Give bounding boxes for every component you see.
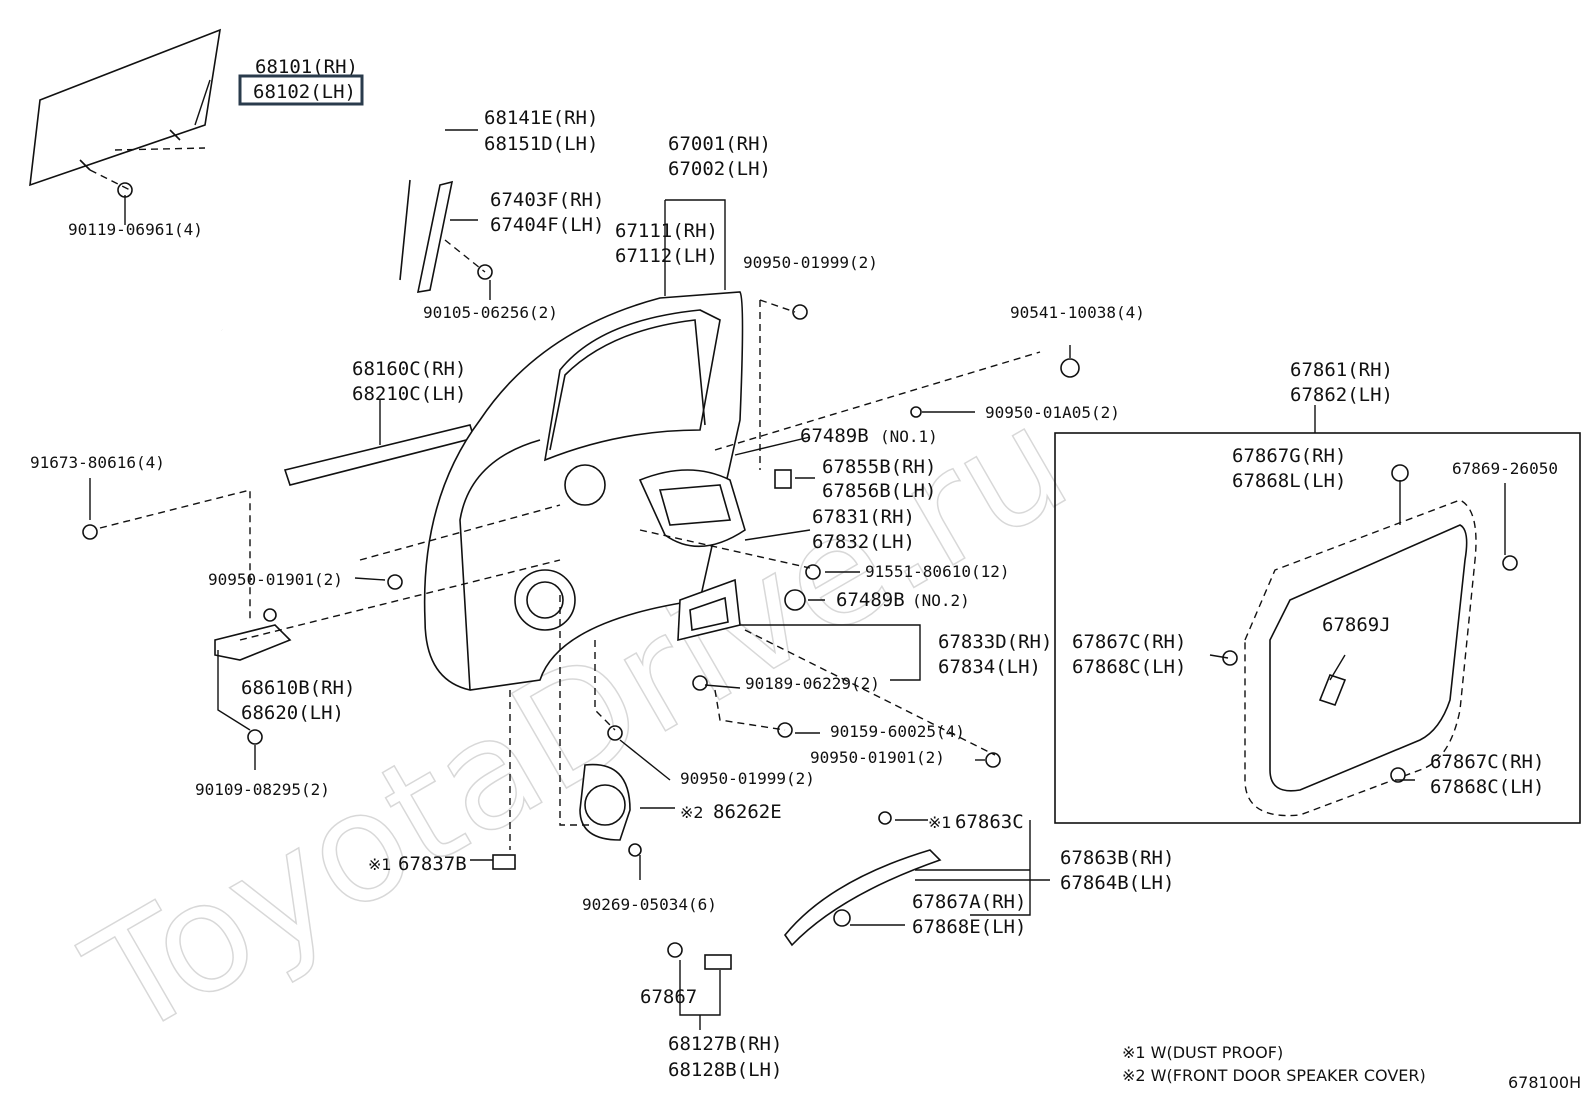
label-67867c-right[interactable]: 67867C(RH) bbox=[1430, 751, 1544, 773]
label-67868c-right[interactable]: 67868C(LH) bbox=[1430, 776, 1544, 798]
glass-run-part[interactable] bbox=[209, 95, 447, 331]
label-90950-01901-left[interactable]: 90950-01901(2) bbox=[208, 570, 343, 589]
footnotes: ※1 W(DUST PROOF) ※2 W(FRONT DOOR SPEAKER… bbox=[1122, 1043, 1581, 1092]
footnote-1: ※1 W(DUST PROOF) bbox=[1122, 1043, 1283, 1062]
label-90950-01a05[interactable]: 90950-01A05(2) bbox=[985, 403, 1120, 422]
label-90950-01999-bottom[interactable]: 90950-01999(2) bbox=[680, 769, 815, 788]
label-67863c[interactable]: 67863C bbox=[955, 811, 1024, 833]
label-90269[interactable]: 90269-05034(6) bbox=[582, 895, 717, 914]
diagram-code: 678100H bbox=[1508, 1073, 1581, 1092]
label-67489b-no1[interactable]: 67489B bbox=[800, 425, 869, 447]
lower-weatherstrip-part[interactable] bbox=[783, 849, 942, 947]
label-68141[interactable]: 68141E(RH) bbox=[484, 107, 598, 129]
label-67001[interactable]: 67001(RH) bbox=[668, 133, 771, 155]
label-90109[interactable]: 90109-08295(2) bbox=[195, 780, 330, 799]
label-67864b[interactable]: 67864B(LH) bbox=[1060, 872, 1174, 894]
label-67869-26050[interactable]: 67869-26050 bbox=[1452, 459, 1558, 478]
label-67862[interactable]: 67862(LH) bbox=[1290, 384, 1393, 406]
label-67002[interactable]: 67002(LH) bbox=[668, 158, 771, 180]
callout-labels: 68101(RH) 68102(LH) 90119-06961(4) 68141… bbox=[30, 56, 1558, 1081]
rear-frame-part[interactable] bbox=[399, 179, 454, 293]
label-67867c-left[interactable]: 67867C(RH) bbox=[1072, 631, 1186, 653]
label-67869j[interactable]: 67869J bbox=[1322, 614, 1391, 636]
label-90159[interactable]: 90159-60025(4) bbox=[830, 722, 965, 741]
label-67867[interactable]: 67867 bbox=[640, 986, 697, 1008]
label-68127b[interactable]: 68127B(RH) bbox=[668, 1033, 782, 1055]
label-67834[interactable]: 67834(LH) bbox=[938, 656, 1041, 678]
label-90950-01901-right[interactable]: 90950-01901(2) bbox=[810, 748, 945, 767]
label-67833[interactable]: 67833D(RH) bbox=[938, 631, 1052, 653]
label-67403[interactable]: 67403F(RH) bbox=[490, 189, 604, 211]
footnote-2: ※2 W(FRONT DOOR SPEAKER COVER) bbox=[1122, 1066, 1426, 1085]
label-67832[interactable]: 67832(LH) bbox=[812, 531, 915, 553]
label-68101[interactable]: 68101(RH) bbox=[255, 56, 358, 78]
label-67855[interactable]: 67855B(RH) bbox=[822, 456, 936, 478]
mark-67837: ※1 bbox=[368, 855, 392, 874]
label-67831[interactable]: 67831(RH) bbox=[812, 506, 915, 528]
label-67404[interactable]: 67404F(LH) bbox=[490, 214, 604, 236]
mark-86262: ※2 bbox=[680, 803, 704, 822]
label-67112[interactable]: 67112(LH) bbox=[615, 245, 718, 267]
label-67111[interactable]: 67111(RH) bbox=[615, 220, 718, 242]
label-67868c-left[interactable]: 67868C(LH) bbox=[1072, 656, 1186, 678]
label-68128b[interactable]: 68128B(LH) bbox=[668, 1059, 782, 1081]
label-67861[interactable]: 67861(RH) bbox=[1290, 359, 1393, 381]
label-91673[interactable]: 91673-80616(4) bbox=[30, 453, 165, 472]
label-68151[interactable]: 68151D(LH) bbox=[484, 133, 598, 155]
label-90541[interactable]: 90541-10038(4) bbox=[1010, 303, 1145, 322]
label-67489b-no1-tag: (NO.1) bbox=[880, 427, 938, 446]
label-68210[interactable]: 68210C(LH) bbox=[352, 383, 466, 405]
label-68102[interactable]: 68102(LH) bbox=[253, 81, 356, 103]
label-68160[interactable]: 68160C(RH) bbox=[352, 358, 466, 380]
mark-67863c: ※1 bbox=[928, 813, 952, 832]
leader-lines bbox=[89, 79, 1506, 1030]
label-67868e[interactable]: 67868E(LH) bbox=[912, 916, 1026, 938]
highlight-68102 bbox=[238, 74, 364, 106]
label-67868l[interactable]: 67868L(LH) bbox=[1232, 470, 1346, 492]
label-86262e[interactable]: 86262E bbox=[713, 801, 782, 823]
label-90119[interactable]: 90119-06961(4) bbox=[68, 220, 203, 239]
label-90189[interactable]: 90189-06229(2) bbox=[745, 674, 880, 693]
label-67863b[interactable]: 67863B(RH) bbox=[1060, 847, 1174, 869]
label-68620[interactable]: 68620(LH) bbox=[241, 702, 344, 724]
weatherstrip-box bbox=[1054, 432, 1581, 824]
label-67489b-no2[interactable]: 67489B bbox=[836, 589, 905, 611]
label-67837b[interactable]: 67837B bbox=[398, 853, 467, 875]
label-67867g[interactable]: 67867G(RH) bbox=[1232, 445, 1346, 467]
label-67856[interactable]: 67856B(LH) bbox=[822, 480, 936, 502]
door-lock-part[interactable] bbox=[638, 469, 746, 548]
speaker-cover-part[interactable] bbox=[579, 763, 631, 841]
label-67489b-no2-tag: (NO.2) bbox=[912, 591, 970, 610]
label-90950-01999-top[interactable]: 90950-01999(2) bbox=[743, 253, 878, 272]
door-check-part[interactable] bbox=[214, 608, 292, 661]
label-91551[interactable]: 91551-80610(12) bbox=[865, 562, 1010, 581]
label-68610[interactable]: 68610B(RH) bbox=[241, 677, 355, 699]
label-90105[interactable]: 90105-06256(2) bbox=[423, 303, 558, 322]
door-panel-part[interactable] bbox=[423, 291, 744, 691]
label-67867a[interactable]: 67867A(RH) bbox=[912, 891, 1026, 913]
door-glass-part[interactable] bbox=[29, 28, 222, 187]
